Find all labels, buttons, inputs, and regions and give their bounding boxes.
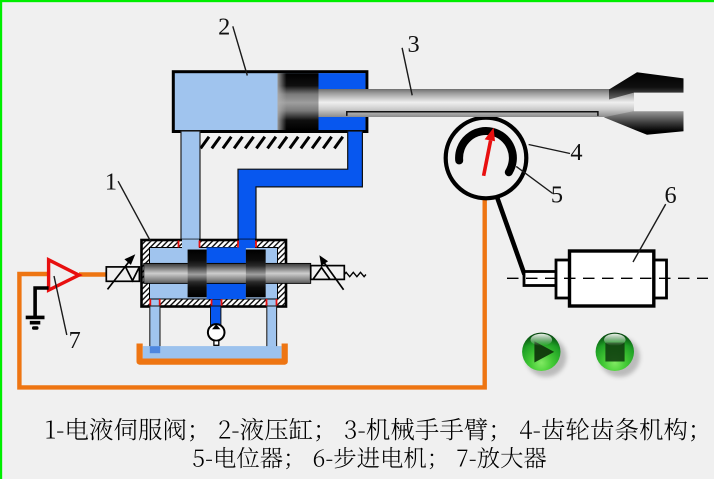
svg-text:5: 5 [551,181,563,208]
svg-text:1: 1 [105,168,117,195]
svg-text:2: 2 [218,13,230,40]
svg-text:6: 6 [665,182,677,209]
svg-text:7: 7 [69,327,81,354]
svg-text:4: 4 [570,139,582,166]
svg-text:3: 3 [408,31,420,58]
